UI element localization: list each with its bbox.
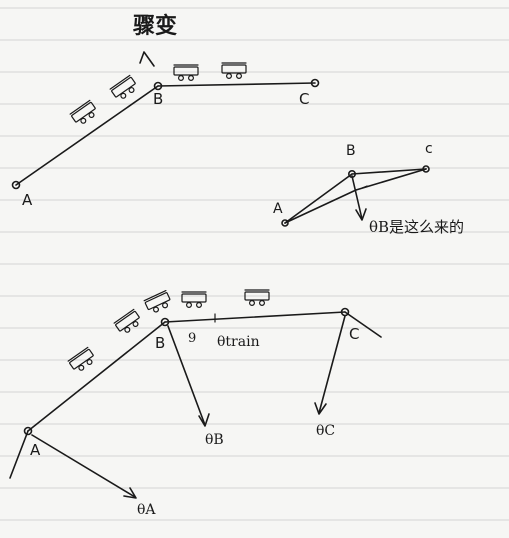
- span-bc-1: [157, 82, 316, 87]
- arrowhead-icon: [355, 208, 367, 221]
- train-car-icon: [143, 289, 174, 316]
- theta-c-arrow: [318, 315, 346, 414]
- node-a-3: [23, 426, 33, 436]
- theta-a-label: θA: [137, 502, 156, 518]
- span-bc-3: [164, 311, 346, 323]
- diagram-3: A B C 9 θtrain θA θB θC: [9, 289, 382, 518]
- heading-text: 骤变: [133, 13, 177, 39]
- ruled-lines: [0, 7, 509, 521]
- angle-mark: 9: [188, 331, 196, 346]
- train-car-icon: [113, 308, 144, 337]
- diagram-1: A B C: [11, 51, 320, 209]
- arrowhead-icon: [123, 487, 137, 499]
- theta-b-arrow: [167, 325, 206, 426]
- theta-b-label: θB: [205, 432, 224, 448]
- span-ab-1: [15, 85, 159, 186]
- span-ab-2a: [284, 173, 353, 224]
- angle-tick-icon: [361, 185, 368, 189]
- span-c-end: [344, 311, 382, 338]
- span-ab-3: [27, 321, 166, 432]
- label-b-1: B: [153, 90, 163, 108]
- theta-b-note: θB是这么来的: [369, 218, 464, 236]
- theta-a-arrow: [31, 434, 136, 498]
- theta-c-label: θC: [316, 423, 335, 439]
- theta-train-label: θtrain: [217, 334, 260, 350]
- label-c-3: C: [349, 325, 359, 343]
- train-car-icon: [67, 346, 98, 375]
- node-b-3: [160, 317, 170, 327]
- label-a-3: A: [30, 441, 41, 459]
- node-c-2: [422, 165, 430, 173]
- train-car-icon: [244, 289, 270, 306]
- train-car-icon: [181, 291, 207, 308]
- node-a-2: [281, 219, 289, 227]
- label-c-1: C: [299, 90, 309, 108]
- label-a-1: A: [22, 191, 33, 209]
- label-b-3: B: [155, 334, 165, 352]
- train-car-icon: [173, 64, 199, 82]
- diagram-2: A B c θB是这么来的: [273, 141, 464, 236]
- theta-b-arrow-2: [351, 175, 363, 220]
- span-bc-2b: [355, 168, 427, 191]
- label-a-2: A: [273, 201, 283, 217]
- node-b-1: [153, 81, 163, 91]
- span-a-end: [9, 430, 29, 479]
- arrowhead-icon: [314, 402, 327, 415]
- span-ab-2b: [284, 189, 357, 224]
- hook-arrow-icon: [139, 51, 155, 67]
- arrowhead-icon: [198, 413, 210, 427]
- train-car-icon: [109, 74, 140, 103]
- span-bc-2a: [351, 168, 427, 175]
- label-b-2: B: [346, 143, 356, 159]
- label-c-2: c: [425, 141, 433, 157]
- train-car-icon: [221, 62, 247, 80]
- node-a-1: [11, 180, 21, 190]
- node-c-1: [310, 78, 320, 88]
